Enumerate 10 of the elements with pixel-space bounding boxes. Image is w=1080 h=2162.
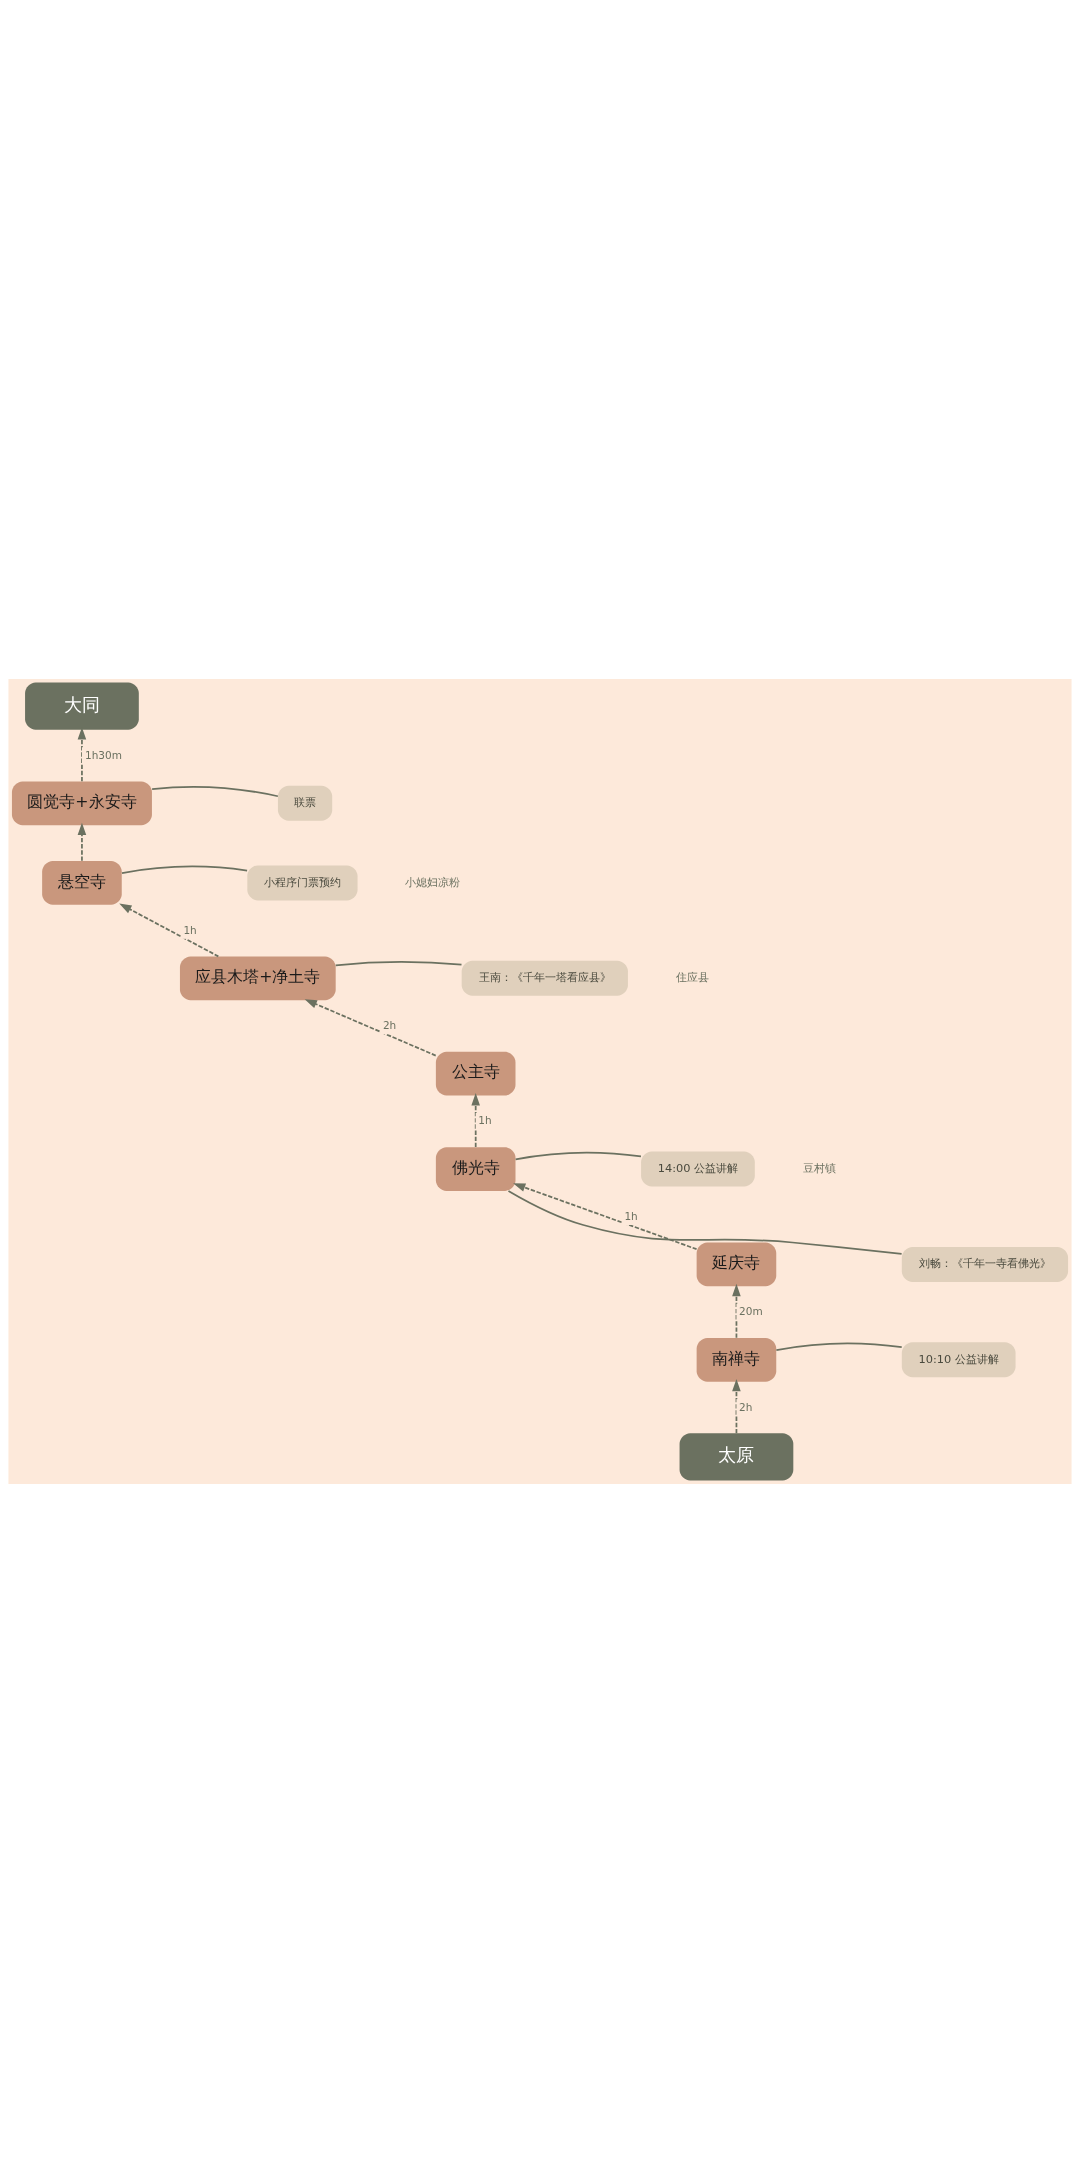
edge-label: 1h: [478, 1113, 492, 1126]
label: 小媳妇凉粉: [405, 874, 461, 889]
edge-label: 1h: [624, 1209, 638, 1222]
label: 豆村镇: [803, 1160, 837, 1175]
edge-label: 1h: [183, 923, 197, 936]
edge-label: 2h: [382, 1018, 397, 1031]
edge-label: 2h: [739, 1400, 753, 1413]
edge-label: 1h30m: [85, 748, 122, 761]
label: 住应县: [676, 969, 710, 984]
edge-label: 20m: [739, 1304, 763, 1317]
